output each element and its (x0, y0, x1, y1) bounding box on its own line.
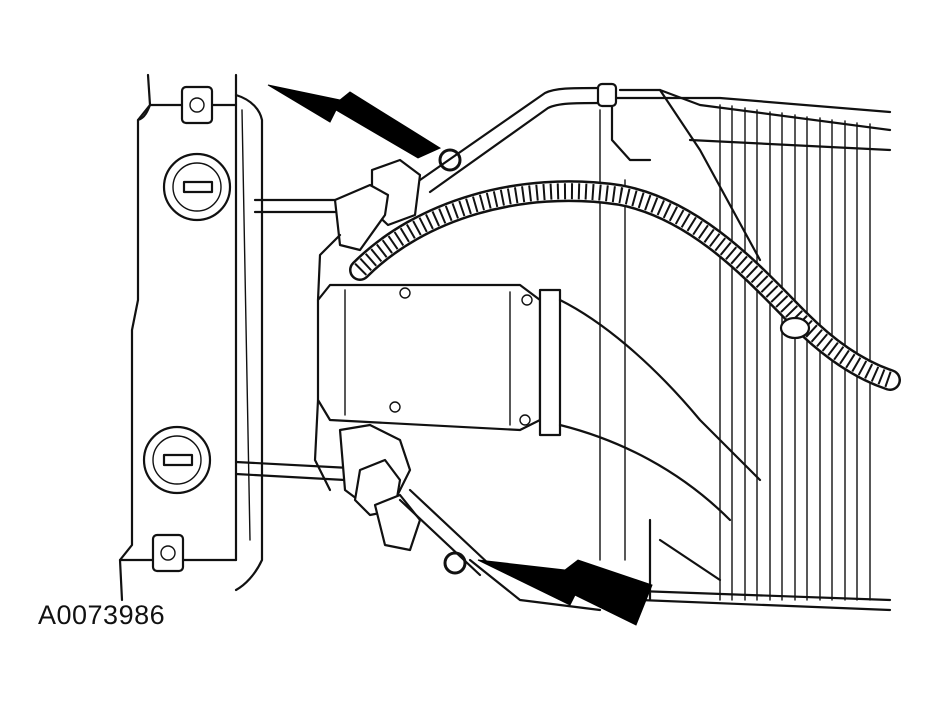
lower-clip (234, 423, 602, 612)
upper-o-ring (438, 148, 462, 172)
upper-fastener (162, 152, 232, 222)
hose-coupling (313, 233, 762, 522)
lower-o-ring (443, 551, 467, 575)
mounting-bracket (118, 73, 264, 602)
upper-clip (253, 148, 462, 252)
upper-tube (418, 82, 618, 194)
top-nut (180, 85, 214, 125)
figure-id-label: A0073986 (38, 600, 166, 630)
corrugated-harness (349, 180, 901, 391)
bottom-nut (151, 533, 185, 573)
lower-fastener (142, 425, 212, 495)
callout-arrow-icon (267, 84, 442, 159)
callout-arrow-icon (477, 559, 653, 626)
